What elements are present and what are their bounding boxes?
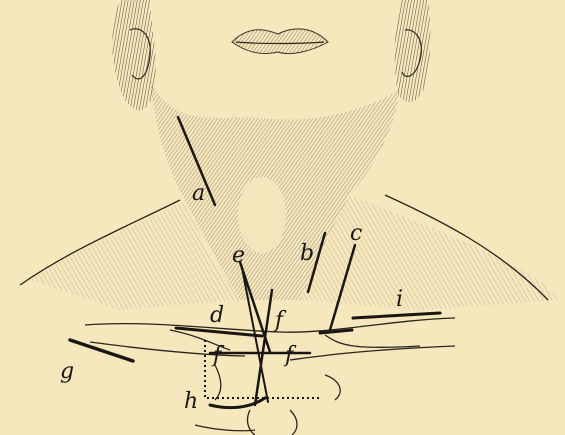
label-d: d (210, 303, 224, 328)
label-b: b (300, 241, 314, 266)
mouth (232, 29, 328, 54)
label-f-upper: f (273, 308, 287, 333)
label-a: a (192, 181, 205, 206)
label-e: e (232, 243, 245, 268)
label-i: i (396, 287, 403, 312)
line-i (353, 313, 440, 318)
neck-shading (30, 80, 560, 310)
label-h: h (184, 389, 198, 414)
label-f-right: f (283, 343, 297, 368)
hair-and-ears (112, 0, 430, 110)
page-edge-marks (0, 0, 14, 435)
label-g: g (60, 359, 74, 384)
label-c: c (350, 221, 362, 246)
